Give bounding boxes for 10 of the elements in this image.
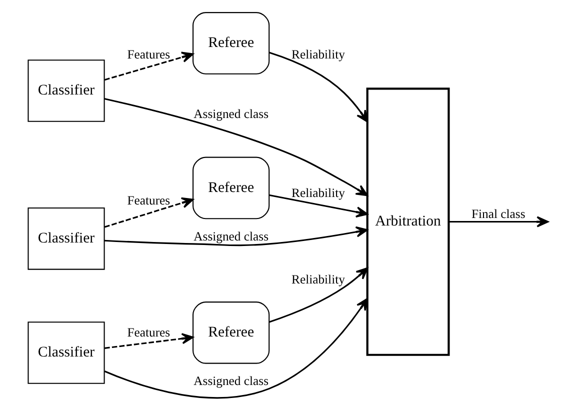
edge-label: Features — [126, 48, 170, 62]
edge-label: Reliability — [291, 186, 344, 200]
edge-label: Reliability — [291, 272, 344, 287]
edge-label: Assigned class — [193, 374, 268, 388]
edge-label: Features — [126, 193, 170, 208]
edge-label: Assigned class — [193, 229, 268, 244]
edge-label: Final class — [470, 207, 525, 222]
edge-label: Assigned class — [193, 106, 268, 121]
edge-label: Features — [126, 326, 170, 340]
edge-label: Reliability — [291, 48, 344, 62]
